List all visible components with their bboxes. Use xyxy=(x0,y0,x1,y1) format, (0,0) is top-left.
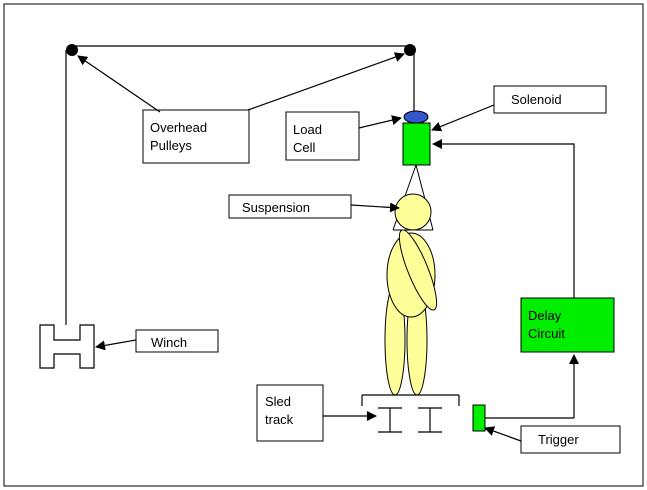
figure-head xyxy=(394,193,432,231)
outer-frame xyxy=(3,3,644,487)
overhead-pulleys-label-line1: Overhead xyxy=(150,120,207,135)
arrow-to-trigger xyxy=(484,426,522,442)
load-cell-label-box xyxy=(285,111,360,161)
load-cell-label-line1: Load xyxy=(293,122,322,137)
suspension-label-box xyxy=(228,194,352,219)
callout-arrows xyxy=(77,52,522,442)
pulley-right xyxy=(404,44,416,56)
trigger-label: Trigger xyxy=(538,432,579,447)
solenoid-label-box xyxy=(493,85,607,114)
human-figure xyxy=(384,193,438,396)
sled-track-label-line2: track xyxy=(265,412,294,427)
delay-circuit-box xyxy=(520,297,615,353)
overhead-pulleys-label-box xyxy=(142,109,250,164)
arrow-to-suspension xyxy=(350,202,400,213)
load-cell-label-line2: Cell xyxy=(293,140,316,155)
trigger-box xyxy=(472,404,486,432)
arrow-to-solenoid xyxy=(431,104,495,132)
sled-track xyxy=(361,394,460,433)
figure-arm xyxy=(398,229,438,311)
arrow-to-right-pulley xyxy=(247,52,405,111)
suspension-label: Suspension xyxy=(242,200,310,215)
solenoid-label: Solenoid xyxy=(511,92,562,107)
delay-to-solenoid-wire xyxy=(432,139,575,298)
overhead-pulleys-label-line2: Pulleys xyxy=(150,138,192,153)
delay-circuit-label-line2: Circuit xyxy=(528,326,565,341)
load-cell-sensor xyxy=(403,110,429,124)
arrow-to-left-pulley xyxy=(77,55,161,113)
trigger-label-box xyxy=(520,425,621,454)
winch-icon xyxy=(39,324,95,369)
solenoid-box xyxy=(402,122,431,166)
rope xyxy=(65,45,415,325)
sled-track-label-line1: Sled xyxy=(265,394,291,409)
arrow-to-winch xyxy=(95,339,137,351)
delay-circuit-label-line1: Delay xyxy=(528,308,562,323)
sled-track-label-box xyxy=(256,384,324,442)
winch-label-box xyxy=(135,329,219,353)
winch-label: Winch xyxy=(151,335,187,350)
pulley-left xyxy=(66,44,78,56)
arrow-to-load-cell xyxy=(358,115,402,129)
